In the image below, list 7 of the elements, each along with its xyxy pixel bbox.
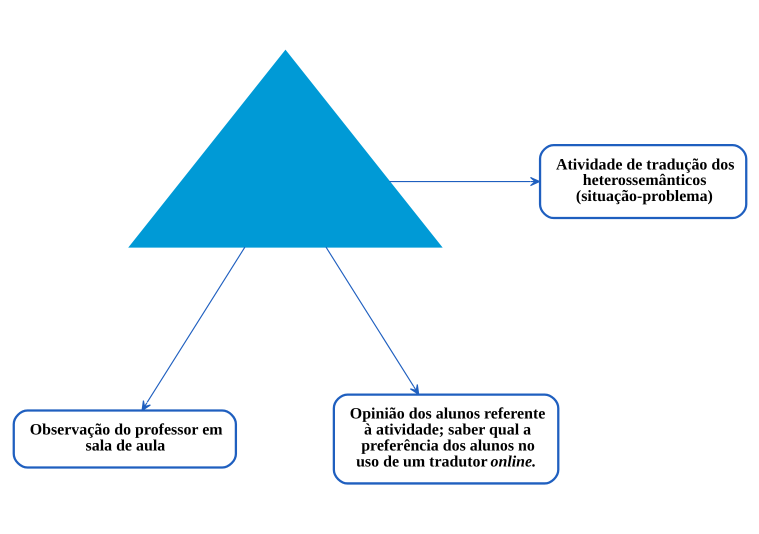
arrow	[389, 176, 540, 186]
arrow	[141, 246, 245, 412]
node-box: Observação do professor em sala de aula	[12, 409, 237, 469]
node-box: Atividade de tradução dos heterossemânticos (situação-problema)	[538, 144, 747, 220]
arrow	[325, 246, 419, 395]
node-triangle	[128, 50, 442, 248]
node-box: Opinião dos alunos referente à atividade; saber qual a preferência dos alunos no uso de um tradutor online.	[332, 393, 559, 485]
